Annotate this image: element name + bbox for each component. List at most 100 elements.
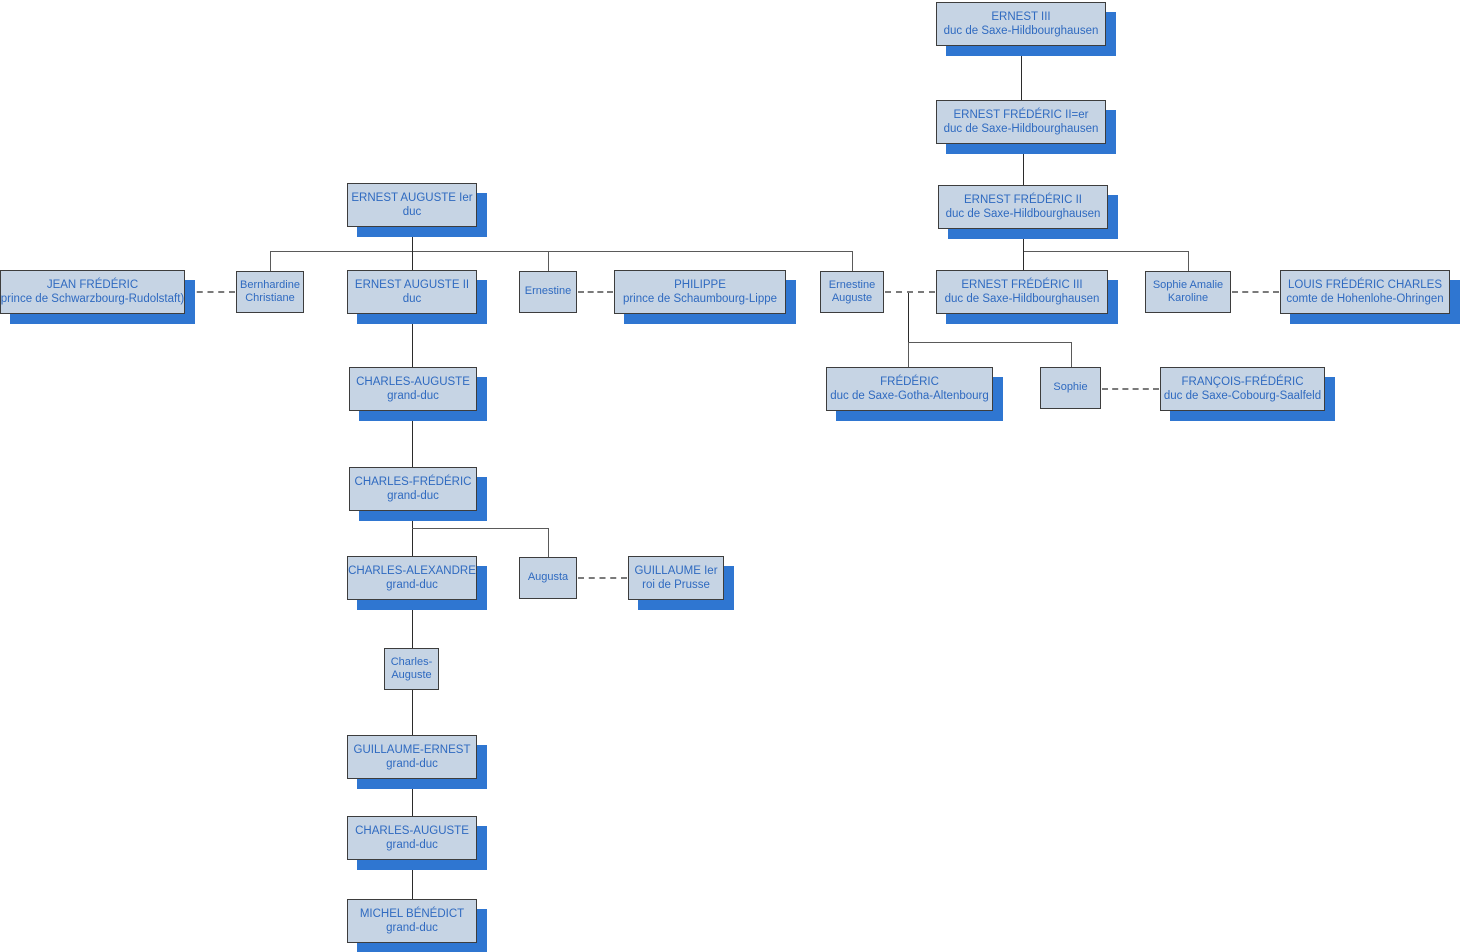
connector-drop-bernhardine (270, 251, 271, 271)
node-subtitle: Karoline (1167, 292, 1209, 304)
connector-charles-auguste2-to-michel (412, 860, 413, 899)
marriage-line-augusta-guillaume (578, 577, 627, 579)
node-sophie[interactable]: Sophie (1040, 367, 1101, 409)
node-title: GUILLAUME-ERNEST (353, 743, 471, 756)
node-subtitle: duc de Saxe-Gotha-Altenbourg (830, 390, 989, 402)
node-title: CHARLES-AUGUSTE (356, 375, 470, 388)
node-title: Charles- (390, 655, 433, 668)
node-subtitle: prince de Schwarzbourg-Rudolstaft) (0, 293, 185, 305)
node-title: JEAN FRÉDÉRIC (46, 278, 139, 291)
node-philippe[interactable]: PHILIPPE prince de Schaumbourg-Lippe (614, 270, 786, 314)
node-ernest-iii[interactable]: ERNEST III duc de Saxe-Hildbourghausen (936, 2, 1106, 46)
connector-drop-sophie (1071, 342, 1072, 367)
node-subtitle: duc (402, 206, 422, 218)
marriage-line-ernestine-philippe (578, 291, 613, 293)
marriage-line-ernestine-auguste-ef3 (885, 291, 935, 293)
node-charles-alexandre[interactable]: CHARLES-ALEXANDRE grand-duc (347, 556, 477, 600)
node-subtitle: Christiane (245, 292, 295, 304)
node-title: Sophie Amalie (1152, 278, 1224, 291)
node-subtitle: grand-duc (387, 490, 439, 502)
node-frederic[interactable]: FRÉDÉRIC duc de Saxe-Gotha-Altenbourg (826, 367, 993, 411)
connector-ef2er-to-ef2 (1023, 144, 1024, 185)
node-ernest-frederic-iii[interactable]: ERNEST FRÉDÉRIC III duc de Saxe-Hildbourg… (936, 270, 1108, 314)
node-title: ERNEST FRÉDÉRIC II (964, 193, 1082, 206)
node-title: CHARLES-ALEXANDRE (348, 564, 476, 577)
node-title: CHARLES-AUGUSTE (355, 824, 469, 837)
node-subtitle: duc de Saxe-Cobourg-Saalfeld (1163, 390, 1322, 402)
connector-drop-ernestine-auguste (852, 251, 853, 271)
connector-charles-alexandre-to-charles-auguste-small (412, 600, 413, 648)
node-subtitle: roi de Prusse (642, 579, 710, 591)
connector-drop-ef3 (1023, 251, 1024, 270)
node-subtitle: duc de Saxe-Hildbourghausen (943, 25, 1099, 37)
connector-charles-auguste-to-charles-frederic (412, 411, 413, 467)
connector-ea2-to-charles-auguste (412, 314, 413, 367)
node-augusta[interactable]: Augusta (519, 557, 577, 599)
node-subtitle: comte de Hohenlohe-Ohringen (1286, 293, 1444, 305)
node-ernestine[interactable]: Ernestine (519, 271, 577, 313)
node-ernest-frederic-ii[interactable]: ERNEST FRÉDÉRIC II duc de Saxe-Hildbourgh… (938, 185, 1108, 229)
node-michel-benedict[interactable]: MICHEL BÉNÉDICT grand-duc (347, 899, 477, 943)
node-title: ERNEST FRÉDÉRIC III (961, 278, 1083, 291)
connector-sibling-bar-right (1023, 251, 1188, 252)
node-title: ERNEST III (991, 10, 1051, 23)
node-subtitle: Auguste (391, 669, 432, 681)
node-subtitle: grand-duc (387, 390, 439, 402)
node-subtitle: duc (402, 293, 422, 305)
connector-ef3-marriage-drop (908, 292, 909, 342)
connector-drop-frederic (908, 342, 909, 367)
node-louis-frederic-charles[interactable]: LOUIS FRÉDÉRIC CHARLES comte de Hohenlohe… (1280, 270, 1450, 314)
connector-charles-auguste-small-to-guillaume-ernest (412, 690, 413, 735)
node-ernest-auguste-ier[interactable]: ERNEST AUGUSTE Ier duc (347, 183, 477, 227)
node-title: ERNEST AUGUSTE II (354, 278, 470, 291)
node-guillaume-ernest[interactable]: GUILLAUME-ERNEST grand-duc (347, 735, 477, 779)
connector-drop-ea2 (412, 251, 413, 270)
node-jean-frederic[interactable]: JEAN FRÉDÉRIC prince de Schwarzbourg-Rudo… (0, 270, 185, 314)
node-title: FRANÇOIS-FRÉDÉRIC (1181, 375, 1304, 388)
node-title: PHILIPPE (674, 278, 726, 291)
node-charles-auguste-grand-duc[interactable]: CHARLES-AUGUSTE grand-duc (349, 367, 477, 411)
connector-sibling-bar-left (270, 251, 853, 252)
node-title: ERNEST AUGUSTE Ier (351, 191, 473, 204)
connector-drop-sophie-amalie (1188, 251, 1189, 271)
connector-branch-augusta (412, 528, 549, 529)
node-title: Sophie (1053, 381, 1088, 394)
connector-drop-augusta (548, 528, 549, 557)
node-subtitle: duc de Saxe-Hildbourghausen (943, 123, 1099, 135)
node-ernest-frederic-ii-er[interactable]: ERNEST FRÉDÉRIC II=er duc de Saxe-Hildbou… (936, 100, 1106, 144)
node-title: LOUIS FRÉDÉRIC CHARLES (1287, 278, 1442, 291)
marriage-line-jean-frederic-bernhardine (186, 291, 235, 293)
node-francois-frederic[interactable]: FRANÇOIS-FRÉDÉRIC duc de Saxe-Cobourg-Saa… (1160, 367, 1325, 411)
connector-ef2-down (1023, 229, 1024, 251)
node-title: Ernestine (524, 285, 572, 298)
node-subtitle: duc de Saxe-Hildbourghausen (945, 208, 1101, 220)
node-title: CHARLES-FRÉDÉRIC (354, 475, 472, 488)
node-title: FRÉDÉRIC (880, 375, 939, 388)
marriage-line-sophie-francois-frederic (1102, 388, 1159, 390)
node-ernest-auguste-ii[interactable]: ERNEST AUGUSTE II duc (347, 270, 477, 314)
node-subtitle: prince de Schaumbourg-Lippe (622, 293, 778, 305)
node-title: MICHEL BÉNÉDICT (359, 907, 465, 920)
node-title: Augusta (527, 571, 569, 584)
node-subtitle: grand-duc (386, 839, 438, 851)
node-title: ERNEST FRÉDÉRIC II=er (953, 108, 1089, 121)
node-subtitle: grand-duc (386, 922, 438, 934)
connector-ernest-iii-to-ef2er (1021, 46, 1022, 100)
node-charles-auguste-small[interactable]: Charles-Auguste (384, 648, 439, 690)
connector-ea1-down (412, 227, 413, 251)
node-guillaume-ier[interactable]: GUILLAUME Ier roi de Prusse (628, 556, 724, 600)
node-title: GUILLAUME Ier (634, 564, 718, 577)
connector-children-bar-ef3 (908, 342, 1071, 343)
node-charles-frederic[interactable]: CHARLES-FRÉDÉRIC grand-duc (349, 467, 477, 511)
node-subtitle: grand-duc (386, 579, 438, 591)
node-charles-auguste-2[interactable]: CHARLES-AUGUSTE grand-duc (347, 816, 477, 860)
node-subtitle: grand-duc (386, 758, 438, 770)
connector-guillaume-ernest-to-charles-auguste2 (412, 779, 413, 816)
node-title: Ernestine (828, 278, 876, 291)
node-subtitle: duc de Saxe-Hildbourghausen (944, 293, 1100, 305)
connector-charles-frederic-to-charles-alexandre (412, 511, 413, 556)
